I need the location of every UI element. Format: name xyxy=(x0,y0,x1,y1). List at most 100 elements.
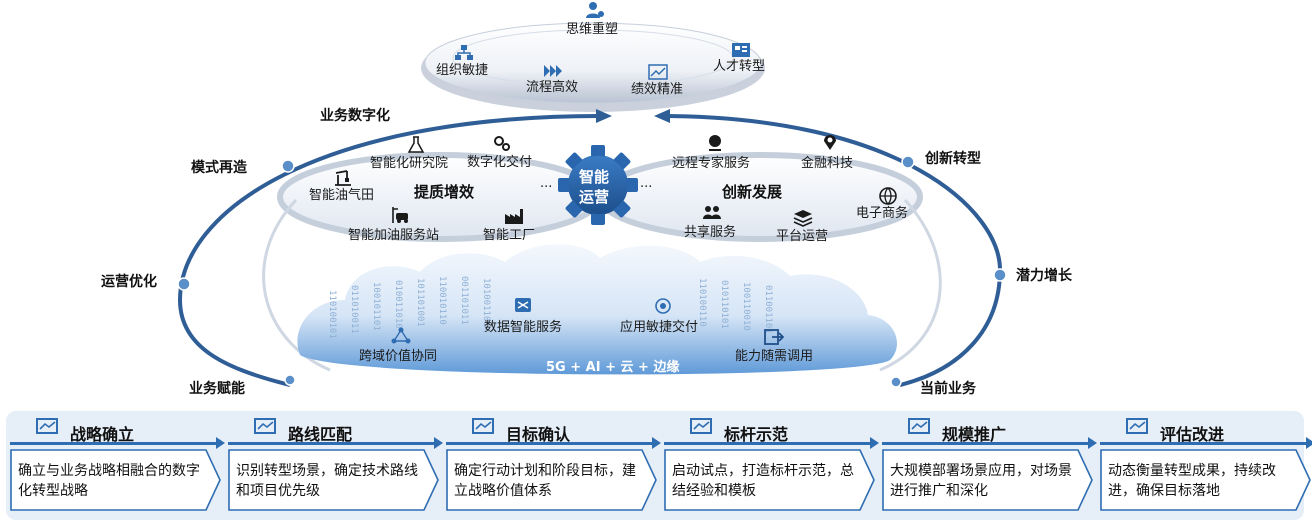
step-arrowhead xyxy=(1306,437,1312,449)
quality-efficiency-title: 提质增效 xyxy=(414,183,475,201)
svg-text:101001101: 101001101 xyxy=(481,278,491,327)
ecommerce-label: 电子商务 xyxy=(856,206,909,221)
evaluate-icon xyxy=(1126,417,1150,435)
inner-arc-right xyxy=(879,198,942,372)
strategy-icon xyxy=(36,417,60,435)
headset-icon xyxy=(705,134,725,152)
step-chevron-box: 动态衡量转型成果，持续改进，确保目标落地 xyxy=(1100,449,1312,511)
performance-precise-label: 绩效精准 xyxy=(631,82,684,97)
step-title: 规模推广 xyxy=(942,425,1007,444)
cloud-shape xyxy=(297,244,897,375)
step-title: 战略确立 xyxy=(70,425,135,444)
step-6: 评估改进动态衡量转型成果，持续改进，确保目标落地 xyxy=(1100,411,1312,520)
top-disc-inner xyxy=(452,29,734,87)
node-current xyxy=(890,376,902,388)
data-intelligence-label: 数据智能服务 xyxy=(484,320,563,335)
step-title: 路线匹配 xyxy=(288,425,353,444)
step-arrowhead xyxy=(652,437,661,449)
step-arrowhead xyxy=(434,437,443,449)
outer-ring-left xyxy=(177,114,601,387)
gear-line2: 运营 xyxy=(579,188,610,206)
fast-forward-icon xyxy=(543,62,563,80)
right-ellipsis: ... xyxy=(640,176,653,191)
node-model xyxy=(281,159,295,173)
step-underline xyxy=(1100,442,1312,445)
app-agile-delivery-label: 应用敏捷交付 xyxy=(620,320,699,335)
step-2: 路线匹配识别转型场景，确定技术路线和项目优先级 xyxy=(228,411,443,520)
benchmark-icon xyxy=(690,417,714,435)
data-service-icon xyxy=(513,296,533,314)
step-chevron-box: 确定行动计划和阶段目标，建立战略价值体系 xyxy=(446,449,658,511)
digital-delivery-label: 数字化交付 xyxy=(467,155,533,170)
step-chevron-box: 大规模部署场景应用，对场景进行推广和深化 xyxy=(882,449,1094,511)
svg-text:001101011: 001101011 xyxy=(459,276,469,325)
gears-icon xyxy=(492,134,512,152)
node-ops xyxy=(177,277,191,291)
svg-text:110100101: 110100101 xyxy=(327,290,337,339)
flask-icon xyxy=(406,136,426,154)
process-efficient-label: 流程高效 xyxy=(526,80,579,95)
step-title: 评估改进 xyxy=(1160,425,1225,444)
globe-icon xyxy=(878,187,898,205)
step-1: 战略确立确立与业务战略相融合的数字化转型战略 xyxy=(10,411,225,520)
svg-text:100110010: 100110010 xyxy=(741,282,751,331)
fintech-label: 金融科技 xyxy=(801,156,854,171)
svg-text:010011010: 010011010 xyxy=(393,280,403,329)
svg-text:011001101: 011001101 xyxy=(763,285,773,334)
step-chevron-box: 识别转型场景，确定技术路线和项目优先级 xyxy=(228,449,440,511)
layers-icon xyxy=(793,209,813,227)
arrow-right-top xyxy=(654,109,670,123)
binary-streams: 110100101 011010011 100101101 010011010 … xyxy=(327,276,773,339)
business-enable-label: 业务赋能 xyxy=(189,381,245,397)
step-underline xyxy=(446,442,658,445)
step-description: 识别转型场景，确定技术路线和项目优先级 xyxy=(236,463,418,499)
innovation-development-title: 创新发展 xyxy=(722,183,783,201)
model-reshape-label: 模式再造 xyxy=(191,160,247,176)
svg-text:110010110: 110010110 xyxy=(437,276,447,325)
app-delivery-icon xyxy=(653,297,673,315)
business-digital-label: 业务数字化 xyxy=(320,108,390,124)
step-title: 标杆示范 xyxy=(724,425,789,444)
network-nodes-icon xyxy=(391,327,411,345)
step-description: 确定行动计划和阶段目标，建立战略价值体系 xyxy=(454,463,636,499)
node-potential xyxy=(993,268,1007,282)
export-icon xyxy=(764,328,784,346)
fuel-service-station-label: 智能加油服务站 xyxy=(348,228,440,243)
step-description: 启动试点，打造标杆示范，总结经验和模板 xyxy=(672,463,854,499)
node-enable xyxy=(284,374,296,386)
scale-icon xyxy=(908,417,932,435)
svg-text:011010011: 011010011 xyxy=(349,285,359,334)
oil-pump-icon xyxy=(333,168,353,186)
node-innovation xyxy=(901,155,915,169)
cross-domain-label: 跨域价值协同 xyxy=(359,349,438,364)
svg-text:110100110: 110100110 xyxy=(697,278,707,327)
org-chart-icon xyxy=(454,44,474,62)
svg-text:101101001: 101101001 xyxy=(415,278,425,327)
step-underline xyxy=(664,442,876,445)
arrow-left-top xyxy=(596,109,612,123)
steps-band xyxy=(6,411,1304,520)
step-description: 大规模部署场景应用，对场景进行推广和深化 xyxy=(890,463,1072,499)
step-3: 目标确认确定行动计划和阶段目标，建立战略价值体系 xyxy=(446,411,661,520)
route-icon xyxy=(254,417,278,435)
outer-ring-right xyxy=(659,114,1003,387)
step-chevron-box: 确立与业务战略相融合的数字化转型战略 xyxy=(10,449,222,511)
step-arrowhead xyxy=(1088,437,1097,449)
step-title: 目标确认 xyxy=(506,425,571,444)
infrastructure-base-label: 5G + AI + 云 + 边缘 xyxy=(546,360,680,375)
top-disc xyxy=(424,22,762,104)
fuel-station-icon xyxy=(390,206,410,224)
step-underline xyxy=(882,442,1094,445)
step-arrowhead xyxy=(870,437,879,449)
platform-operations-label: 平台运营 xyxy=(776,229,829,244)
org-agile-label: 组织敏捷 xyxy=(436,63,489,78)
innovation-transform-label: 创新转型 xyxy=(925,151,981,167)
step-description: 确立与业务战略相融合的数字化转型战略 xyxy=(18,463,200,499)
smart-factory-label: 智能工厂 xyxy=(483,228,536,243)
share-users-icon xyxy=(702,204,722,222)
mindset-label: 思维重塑 xyxy=(566,22,619,37)
gear xyxy=(558,145,638,225)
step-4: 标杆示范启动试点，打造标杆示范，总结经验和模板 xyxy=(664,411,879,520)
